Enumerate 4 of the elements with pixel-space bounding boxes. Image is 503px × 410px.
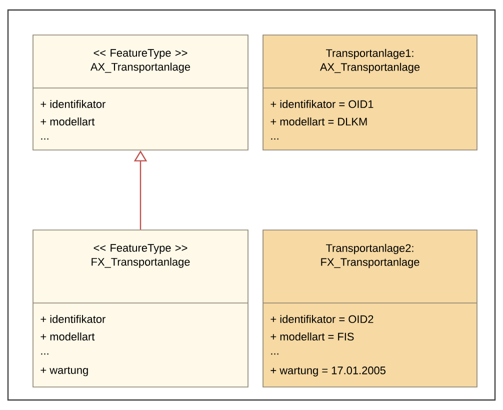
class-box: Transportanlage2: FX_Transportanlage + identifikator = OID2 + modellart = FIS ... + wartung = 17.01.2005 bbox=[262, 230, 478, 388]
class-box: << FeatureType >> AX_Transportanlage + identifikator + modellart ... bbox=[32, 34, 248, 150]
class-box: Transportanlage1: AX_Transportanlage + identifikator = OID1 + modellart = DLKM ... bbox=[262, 34, 478, 150]
class-box: << FeatureType >> FX_Transportanlage + identifikator + modellart ... + wartung bbox=[32, 230, 248, 388]
